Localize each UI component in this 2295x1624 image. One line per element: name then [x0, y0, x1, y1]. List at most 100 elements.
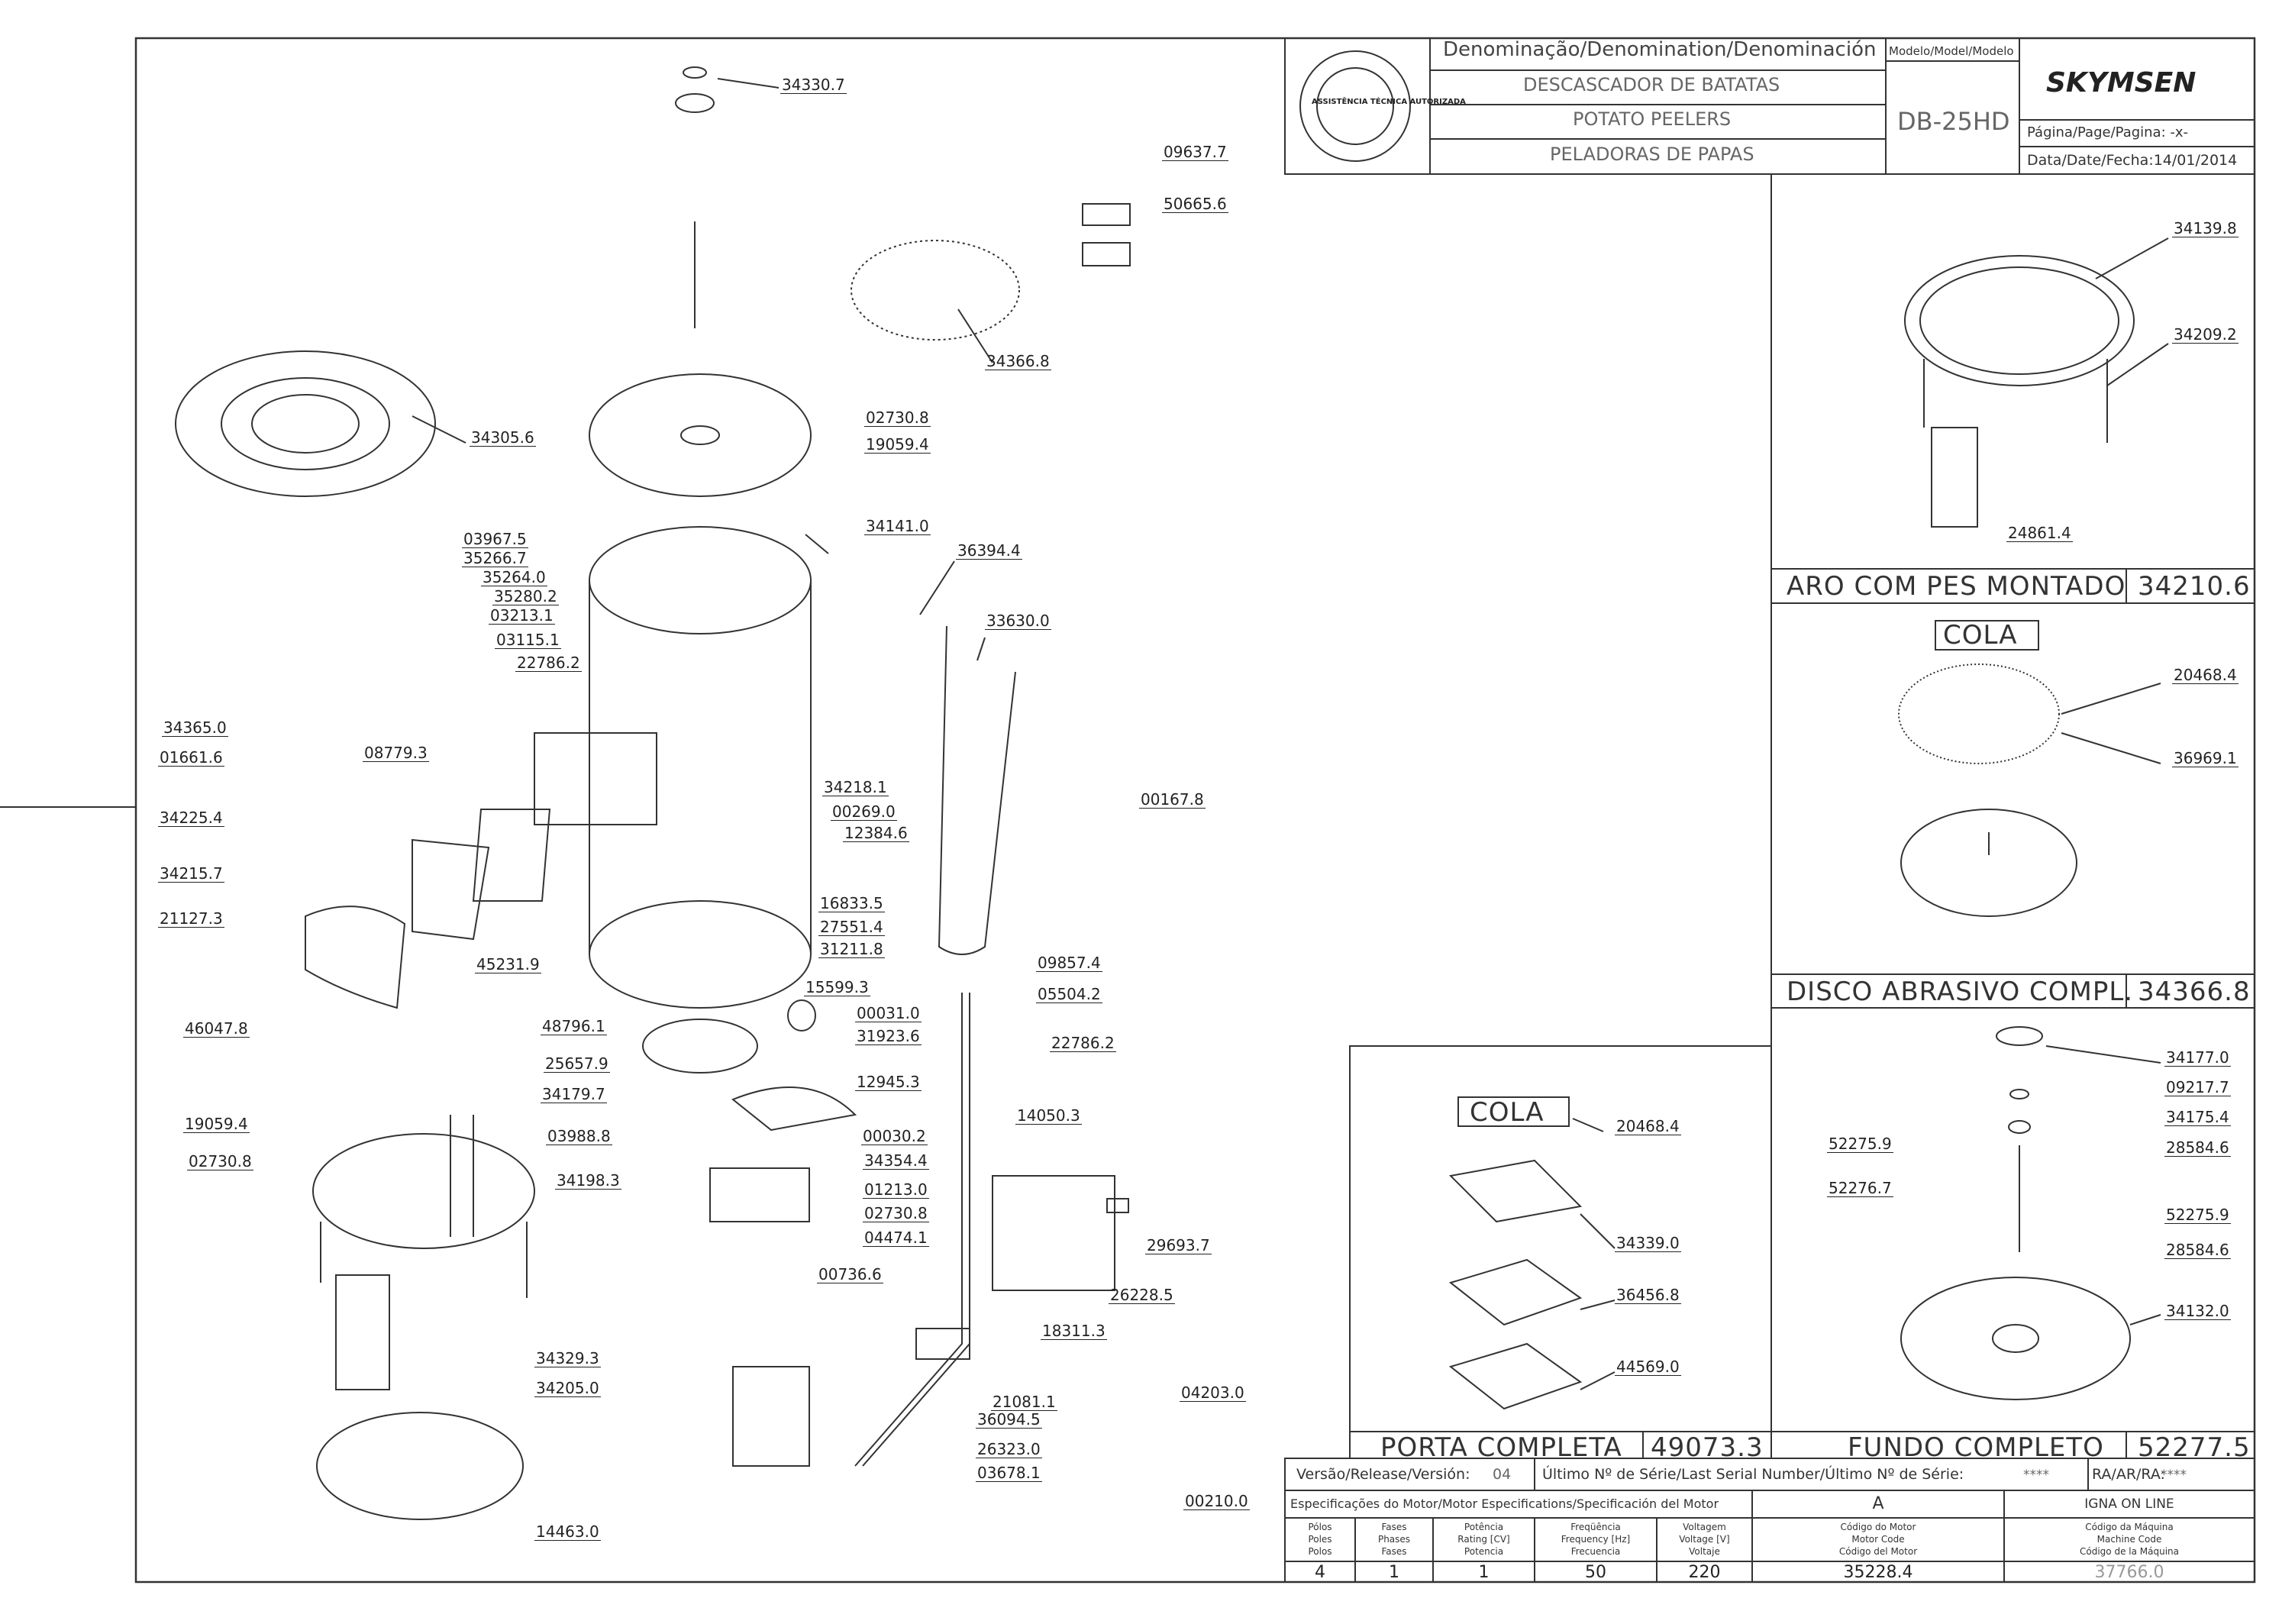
part-label: 09857.4 [1036, 954, 1102, 972]
part-label: 14463.0 [534, 1522, 601, 1541]
spec-header-line: Frequency [Hz] [1561, 1534, 1631, 1545]
part-label: 34179.7 [541, 1085, 607, 1103]
part-label: 04474.1 [863, 1228, 929, 1247]
spec-header-line: Fases [1381, 1522, 1407, 1532]
spec-value: 1 [1478, 1563, 1490, 1582]
spec-value: 1 [1389, 1563, 1399, 1582]
part-label: 34198.3 [555, 1171, 621, 1190]
part-label: 27551.4 [818, 918, 885, 936]
part-label: 44569.0 [1615, 1358, 1681, 1376]
part-label: 34209.2 [2172, 325, 2239, 344]
part-label: 34354.4 [863, 1151, 929, 1170]
part-label: 36394.4 [956, 541, 1022, 560]
part-label: 35266.7 [462, 549, 528, 567]
assembly-title-porta: PORTA COMPLETA [1380, 1432, 1622, 1463]
spec-header-line: Código da Máquina [2085, 1522, 2174, 1532]
part-label: 21081.1 [991, 1393, 1057, 1411]
part-label: 34339.0 [1615, 1234, 1681, 1252]
part-label: 22786.2 [1050, 1034, 1116, 1052]
serial-label: Último Nº de Série/Last Serial Number/Úl… [1542, 1466, 1964, 1483]
serial-value: **** [2023, 1467, 2049, 1483]
spec-header-line: Freqüência [1570, 1522, 1621, 1532]
part-label: 00167.8 [1139, 790, 1206, 809]
product-name-pt: DESCASCADOR DE BATATAS [1523, 74, 1780, 95]
part-label: 52275.9 [2164, 1206, 2231, 1224]
spec-header-line: Polos [1308, 1546, 1332, 1557]
part-label: 36456.8 [1615, 1286, 1681, 1304]
part-label: 34215.7 [158, 864, 224, 883]
spec-header-line: Machine Code [2096, 1534, 2162, 1545]
part-label: 09217.7 [2164, 1078, 2231, 1096]
part-label: 04203.0 [1180, 1383, 1246, 1402]
version-value: 04 [1493, 1466, 1512, 1483]
part-label: 24861.4 [2006, 524, 2073, 542]
stamp-text: ASSISTÊNCIA TÉCNICA AUTORIZADA [1312, 98, 1466, 106]
part-label: 34139.8 [2172, 219, 2239, 237]
part-label: 14050.3 [1015, 1106, 1082, 1125]
part-label: 34205.0 [534, 1379, 601, 1397]
part-label: 00736.6 [817, 1265, 883, 1283]
assembly-code-disco: 34366.8 [2138, 977, 2251, 1007]
part-label: 36094.5 [976, 1410, 1042, 1429]
part-label: 03678.1 [976, 1464, 1042, 1482]
spec-value: 50 [1585, 1563, 1606, 1582]
part-label: 16833.5 [818, 894, 885, 912]
brand-logo: SKYMSEN [2046, 67, 2197, 98]
spec-header-line: Motor Code [1851, 1534, 1905, 1545]
part-label: 03115.1 [495, 631, 561, 649]
part-label: 26228.5 [1109, 1286, 1175, 1304]
part-label: 28584.6 [2164, 1241, 2231, 1259]
part-label: 34132.0 [2164, 1302, 2231, 1320]
ra-label: RA/AR/RA: [2092, 1466, 2165, 1483]
part-label: 03988.8 [546, 1127, 612, 1145]
spec-header-line: Rating [CV] [1457, 1534, 1510, 1545]
part-label: 45231.9 [475, 955, 541, 973]
igna-label: IGNA ON LINE [2084, 1496, 2174, 1512]
page-number: Página/Page/Pagina: -x- [2027, 124, 2189, 140]
part-label: 31923.6 [855, 1027, 922, 1045]
part-label: 31211.8 [818, 940, 885, 958]
part-label: 03967.5 [462, 530, 528, 548]
part-label: 35264.0 [481, 568, 547, 586]
part-label: 01661.6 [158, 748, 224, 767]
part-label: 34177.0 [2164, 1048, 2231, 1067]
part-label: 48796.1 [541, 1017, 607, 1035]
spec-header-line: Código del Motor [1838, 1546, 1918, 1557]
spec-value: 220 [1688, 1563, 1721, 1582]
column-a: A [1872, 1494, 1884, 1513]
spec-header-line: Código de la Máquina [2080, 1546, 2179, 1557]
part-label: 20468.4 [2172, 666, 2239, 684]
cola-label: COLA [1470, 1097, 1545, 1128]
assembly-code-porta: 49073.3 [1651, 1432, 1764, 1463]
part-label: 50665.6 [1162, 195, 1228, 213]
part-label: 29693.7 [1145, 1236, 1212, 1254]
spec-header-line: Potência [1464, 1522, 1504, 1532]
part-label: 52275.9 [1827, 1135, 1893, 1153]
part-label: 00210.0 [1183, 1492, 1250, 1510]
assembly-title-aro: ARO COM PES MONTADO [1787, 571, 2126, 602]
part-label: 19059.4 [183, 1115, 250, 1133]
part-label: 25657.9 [544, 1054, 610, 1073]
part-label: 19059.4 [864, 435, 931, 454]
ra-value: **** [2161, 1467, 2187, 1483]
assembly-title-fundo: FUNDO COMPLETO [1848, 1432, 2104, 1463]
part-label: 35280.2 [492, 587, 559, 605]
part-label: 02730.8 [187, 1152, 253, 1170]
spec-header-line: Pólos [1308, 1522, 1332, 1532]
part-label: 00031.0 [855, 1004, 922, 1022]
part-label: 34366.8 [985, 352, 1051, 370]
part-label: 05504.2 [1036, 985, 1102, 1003]
part-label: 00030.2 [861, 1127, 928, 1145]
spec-header-line: Fases [1381, 1546, 1407, 1557]
spec-header-line: Voltage [V] [1679, 1534, 1730, 1545]
assembly-code-aro: 34210.6 [2138, 571, 2251, 602]
assembly-code-fundo: 52277.5 [2138, 1432, 2251, 1463]
cola-label: COLA [1943, 620, 2018, 651]
part-label: 03213.1 [489, 606, 555, 625]
part-label: 34218.1 [822, 778, 889, 796]
spec-header-line: Poles [1308, 1534, 1332, 1545]
document-date: Data/Date/Fecha:14/01/2014 [2027, 152, 2238, 169]
part-label: 34330.7 [780, 76, 847, 94]
part-label: 52276.7 [1827, 1179, 1893, 1197]
